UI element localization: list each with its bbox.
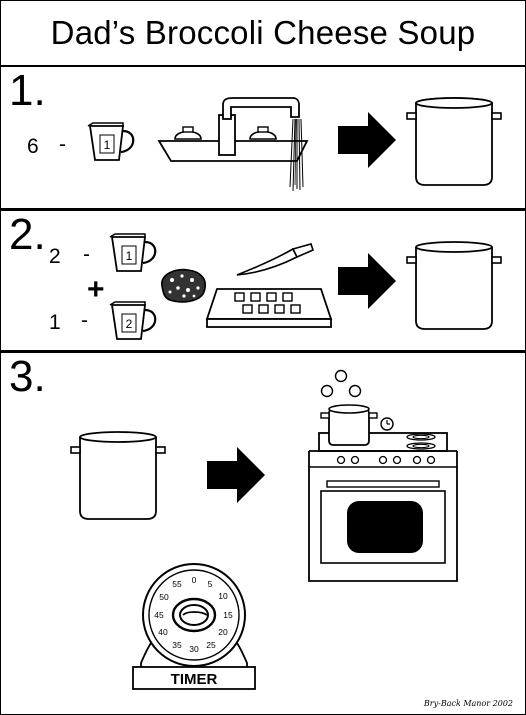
timer-dial-mark: 45 <box>154 610 164 620</box>
step-1-quantity: 6 <box>27 135 39 158</box>
pot-icon <box>70 431 166 520</box>
measuring-cup-icon: 1 <box>109 233 157 272</box>
pot-icon <box>406 241 502 330</box>
step-2-cup-b-label: 2 <box>126 317 133 331</box>
step-3-number: 3. <box>9 352 46 401</box>
step-2-cup-a-label: 1 <box>126 249 133 263</box>
step-1-panel: 1. 6 - 1 <box>1 67 525 211</box>
potato-icon <box>161 268 206 303</box>
step-2-dash-b: - <box>81 309 88 332</box>
step-2-plus: + <box>87 273 105 306</box>
step-3-panel: 3. <box>1 353 525 714</box>
cutting-board-icon <box>205 288 333 328</box>
timer-dial-mark: 50 <box>159 592 169 602</box>
step-2-quantity-a: 2 <box>49 245 61 268</box>
timer-dial-mark: 0 <box>192 575 197 585</box>
timer-dial-mark: 30 <box>189 644 199 654</box>
pot-icon <box>406 97 502 186</box>
faucet-icon <box>157 97 309 192</box>
measuring-cup-icon: 2 <box>109 301 157 340</box>
step-1-dash: - <box>59 133 66 156</box>
arrow-right-icon <box>338 112 396 168</box>
arrow-right-icon <box>338 253 396 309</box>
timer-dial-mark: 15 <box>223 610 233 620</box>
step-2-dash-a: - <box>83 243 90 266</box>
artist-credit: Bry-Back Manor 2002 <box>423 699 513 708</box>
knife-icon <box>236 243 314 276</box>
timer-icon: TIMER 55 0 5 10 15 20 25 30 35 40 45 50 <box>132 563 256 690</box>
timer-dial-mark: 10 <box>218 591 228 601</box>
timer-label: TIMER <box>171 671 218 688</box>
step-2-panel: 2. 2 - 1 + 1 - 2 <box>1 211 525 353</box>
timer-dial-mark: 25 <box>206 640 216 650</box>
title-bar: Dad’s Broccoli Cheese Soup <box>1 1 525 67</box>
timer-dial-mark: 40 <box>158 627 168 637</box>
step-2-number: 2. <box>9 210 46 259</box>
arrow-right-icon <box>207 447 265 503</box>
timer-dial-mark: 5 <box>208 579 213 589</box>
timer-dial-mark: 20 <box>218 627 228 637</box>
step-1-cup-label: 1 <box>104 138 111 152</box>
step-1-number: 1. <box>9 66 46 115</box>
measuring-cup-icon: 1 <box>87 122 135 161</box>
timer-dial-mark: 55 <box>172 579 182 589</box>
recipe-title: Dad’s Broccoli Cheese Soup <box>50 14 476 51</box>
step-2-quantity-b: 1 <box>49 311 61 334</box>
timer-dial-mark: 35 <box>172 640 182 650</box>
stove-icon <box>308 369 458 582</box>
